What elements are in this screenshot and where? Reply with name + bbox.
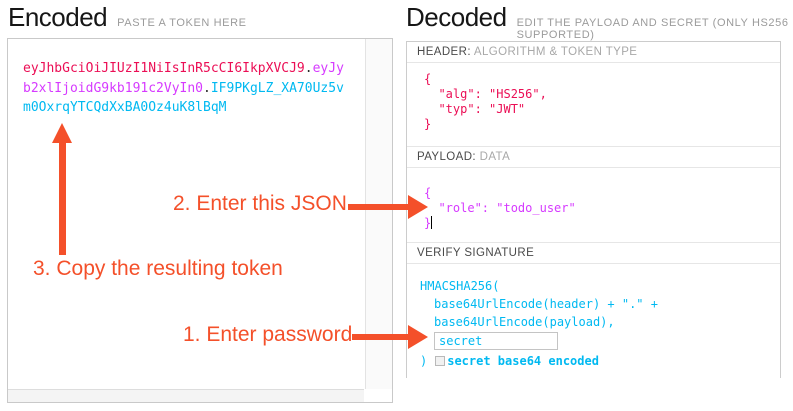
arrow-right-shaft xyxy=(352,334,410,340)
payload-json-line: } xyxy=(424,216,433,230)
payload-section-label: PAYLOAD: xyxy=(417,151,477,163)
payload-json-editor[interactable]: { "role": "todo_user" } xyxy=(407,168,780,243)
header-json-line: "typ": "JWT" xyxy=(424,102,526,116)
payload-section-bar: PAYLOAD: DATA xyxy=(407,147,780,168)
payload-json-line: { xyxy=(424,186,432,200)
header-json-line: { xyxy=(424,72,432,86)
verify-signature-label: VERIFY SIGNATURE xyxy=(417,247,535,259)
text-cursor xyxy=(431,216,433,229)
arrow-right-icon xyxy=(408,325,428,349)
base64-encoded-checkbox[interactable] xyxy=(435,356,446,366)
annotation-step3: 3. Copy the resulting token xyxy=(33,257,283,280)
horizontal-scrollbar[interactable] xyxy=(8,389,364,402)
verify-signature-bar: VERIFY SIGNATURE xyxy=(407,243,780,264)
payload-section-note: DATA xyxy=(479,151,511,163)
header-section-bar: HEADER: ALGORITHM & TOKEN TYPE xyxy=(407,42,780,63)
arrow-right-shaft xyxy=(348,204,410,210)
annotation-step1: 1. Enter password xyxy=(183,323,353,346)
token-dot: . xyxy=(304,61,313,76)
token-signature-segment: IF9PKgLZ_XA70Uz5vm0OxrqYTCQdXxBA0Oz4uK8l… xyxy=(23,80,344,116)
header-json-line: "alg": "HS256", xyxy=(424,87,547,101)
payload-json-line: "role": "todo_user" xyxy=(424,201,576,215)
secret-input[interactable] xyxy=(434,332,558,350)
token-dot: . xyxy=(203,80,211,96)
arrow-up-icon xyxy=(52,123,72,143)
header-json-line: } xyxy=(424,117,432,131)
signature-code-line: HMACSHA256( xyxy=(420,279,500,293)
encoded-subtitle: PASTE A TOKEN HERE xyxy=(117,17,247,29)
decoded-title: Decoded xyxy=(406,2,507,32)
encoded-panel: eyJhbGciOiJIUzI1NiIsInR5cCI6IkpXVCJ9.eyJ… xyxy=(7,38,393,403)
signature-code-line: base64UrlEncode(header) + "." + xyxy=(434,297,658,311)
header-section-note: ALGORITHM & TOKEN TYPE xyxy=(473,46,638,58)
decoded-title-row: Decoded EDIT THE PAYLOAD AND SECRET (ONL… xyxy=(406,2,793,41)
close-paren: ) xyxy=(420,354,428,368)
header-section-label: HEADER: xyxy=(417,46,471,58)
header-json-editor[interactable]: { "alg": "HS256", "typ": "JWT" } xyxy=(407,63,780,147)
arrow-right-icon xyxy=(408,195,428,219)
vertical-scrollbar[interactable] xyxy=(365,39,392,389)
arrow-up-shaft xyxy=(59,142,66,255)
annotation-step2: 2. Enter this JSON xyxy=(173,192,347,215)
token-payload-segment: eyJyb2xlIjoidG9kb191c2VyIn0 xyxy=(23,61,344,96)
decoded-panel: HEADER: ALGORITHM & TOKEN TYPE { "alg": … xyxy=(406,41,781,378)
signature-editor: HMACSHA256( base64UrlEncode(header) + ".… xyxy=(407,264,780,378)
base64-encoded-label[interactable]: secret base64 encoded xyxy=(447,354,599,368)
encoded-title: Encoded xyxy=(8,2,108,32)
encoded-title-row: Encoded PASTE A TOKEN HERE xyxy=(8,2,247,33)
decoded-subtitle: EDIT THE PAYLOAD AND SECRET (ONLY HS256 … xyxy=(516,17,789,41)
signature-code-line: base64UrlEncode(payload), xyxy=(434,315,615,329)
token-input[interactable]: eyJhbGciOiJIUzI1NiIsInR5cCI6IkpXVCJ9.eyJ… xyxy=(8,39,364,389)
token-header-segment: eyJhbGciOiJIUzI1NiIsInR5cCI6IkpXVCJ9 xyxy=(23,61,305,76)
